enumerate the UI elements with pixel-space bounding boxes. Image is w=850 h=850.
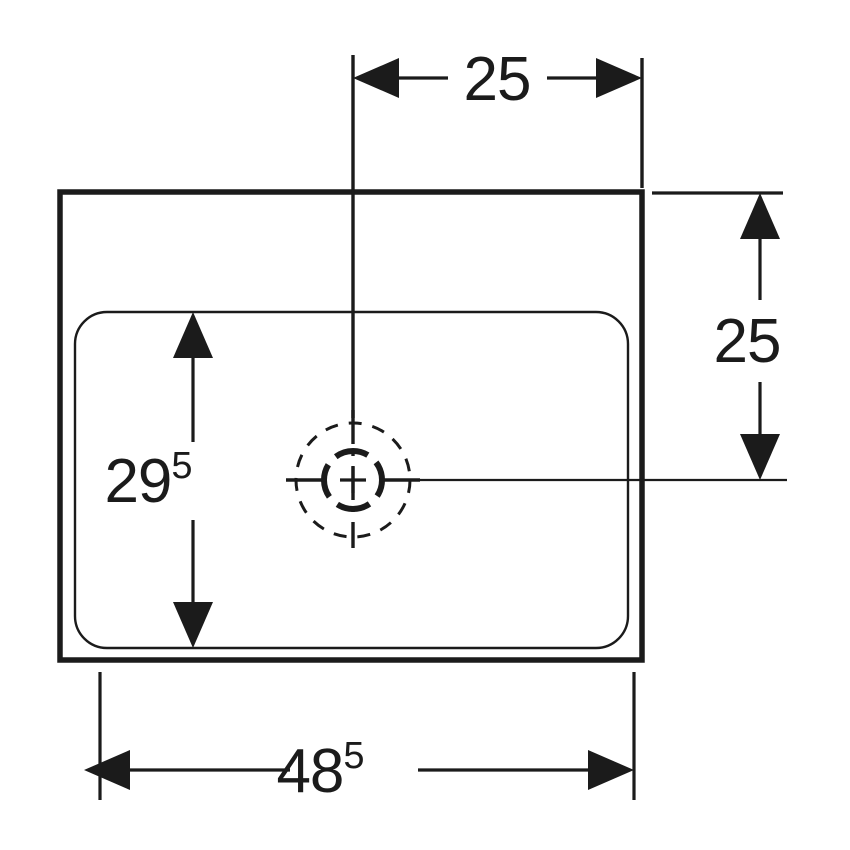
dimension-left-29-5: 295 (104, 312, 213, 648)
dim-left-arrow-top (173, 312, 213, 358)
dim-bottom-label-value: 48 (276, 737, 343, 806)
dim-top-arrow-right (596, 58, 642, 98)
centerline-group (286, 55, 787, 548)
dim-bottom-label: 485 (276, 735, 363, 806)
dim-left-label-value: 29 (104, 447, 171, 516)
dim-right-arrow-top (740, 193, 780, 239)
dim-bottom-label-superscript: 5 (343, 735, 363, 777)
dim-left-label: 295 (104, 445, 191, 516)
dim-right-arrow-bottom (740, 434, 780, 480)
outer-rim-rect (57, 189, 645, 663)
dimension-top-25: 25 (353, 45, 644, 188)
dim-top-arrow-left (353, 58, 399, 98)
dim-left-label-superscript: 5 (171, 445, 191, 487)
dim-left-arrow-bottom (173, 602, 213, 648)
dim-bottom-arrow-right (588, 750, 634, 790)
dim-right-label: 25 (714, 307, 781, 376)
basin-outline-group (57, 189, 645, 663)
dim-top-label: 25 (464, 45, 531, 114)
dimension-bottom-48-5: 485 (84, 672, 636, 806)
dim-bottom-arrow-left (84, 750, 130, 790)
dimension-right-25: 25 (652, 191, 783, 480)
